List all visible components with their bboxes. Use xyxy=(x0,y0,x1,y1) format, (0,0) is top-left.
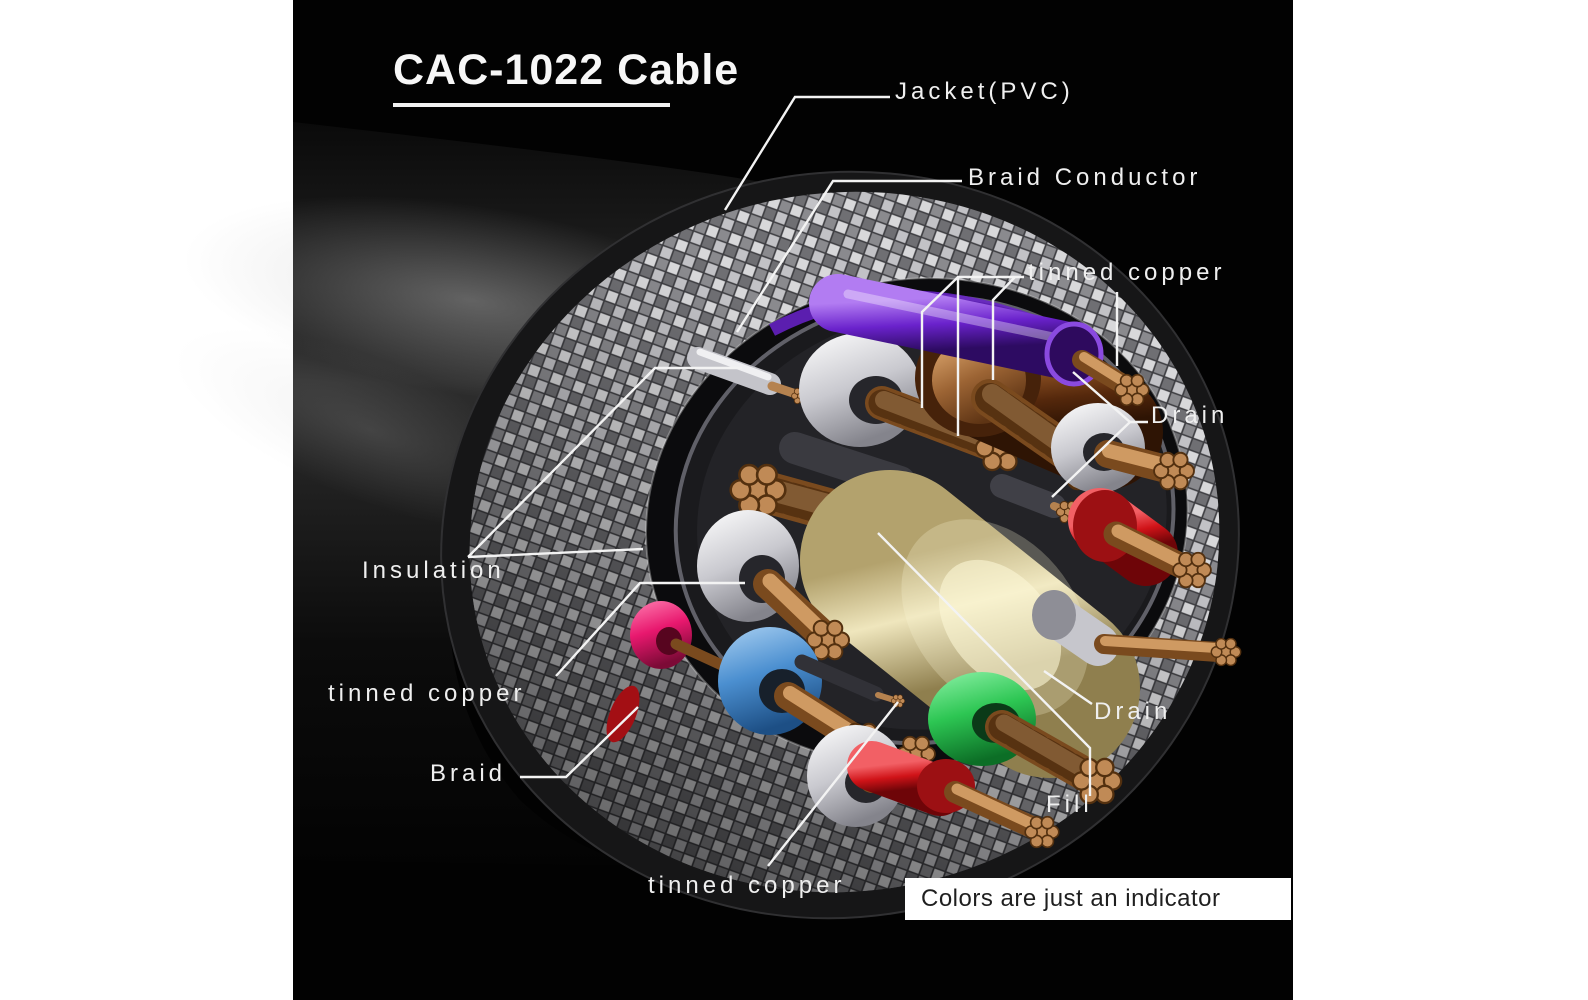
colors-note-text: Colors are just an indicator xyxy=(921,885,1221,912)
wire-red-right xyxy=(1068,488,1212,589)
leader-jacket xyxy=(723,95,890,211)
page-title: CAC-1022 Cable xyxy=(393,46,740,94)
label-drain-bottom: Drain xyxy=(1094,698,1172,725)
wire-white-drain-right xyxy=(1051,403,1195,493)
wire-red-bottom xyxy=(847,741,1060,849)
label-tinned-copper-right: tinned copper xyxy=(1028,259,1226,286)
wire-thin-gray xyxy=(687,347,809,405)
label-braid: Braid xyxy=(430,760,507,787)
wire-thin-dark xyxy=(794,654,906,708)
leader-braid-conductor xyxy=(735,179,962,333)
leader-tinned-copper-right xyxy=(920,275,1119,436)
label-insulation: Insulation xyxy=(362,557,505,584)
leader-tinned-copper-bottom xyxy=(767,701,899,867)
label-drain-right: Drain xyxy=(1151,402,1229,429)
wire-drain-bottom-right xyxy=(1032,590,1242,667)
wire-bundle xyxy=(606,274,1242,849)
wire-purple xyxy=(809,274,1150,407)
leader-drain-bottom xyxy=(1043,670,1093,705)
leader-braid xyxy=(520,706,639,779)
leader-drain-right xyxy=(1051,371,1148,498)
colors-note-box: Colors are just an indicator xyxy=(905,878,1291,920)
label-jacket-pvc: Jacket(PVC) xyxy=(895,78,1074,105)
label-tinned-copper-left: tinned copper xyxy=(328,680,526,707)
wire-drain-small xyxy=(990,474,1081,524)
leader-fill xyxy=(877,532,1092,796)
label-braid-conductor: Braid Conductor xyxy=(968,164,1202,191)
label-tinned-copper-bottom: tinned copper xyxy=(648,872,846,899)
leader-lines xyxy=(467,95,1148,867)
leader-tinned-copper-left xyxy=(555,581,745,677)
fill-cylinder xyxy=(800,470,1140,778)
leader-insulation xyxy=(467,366,742,559)
wire-white-left xyxy=(697,510,850,661)
wire-green xyxy=(928,672,1123,805)
title-underline xyxy=(393,103,670,107)
wire-pink xyxy=(630,601,743,681)
label-fill: Fill xyxy=(1046,791,1093,818)
